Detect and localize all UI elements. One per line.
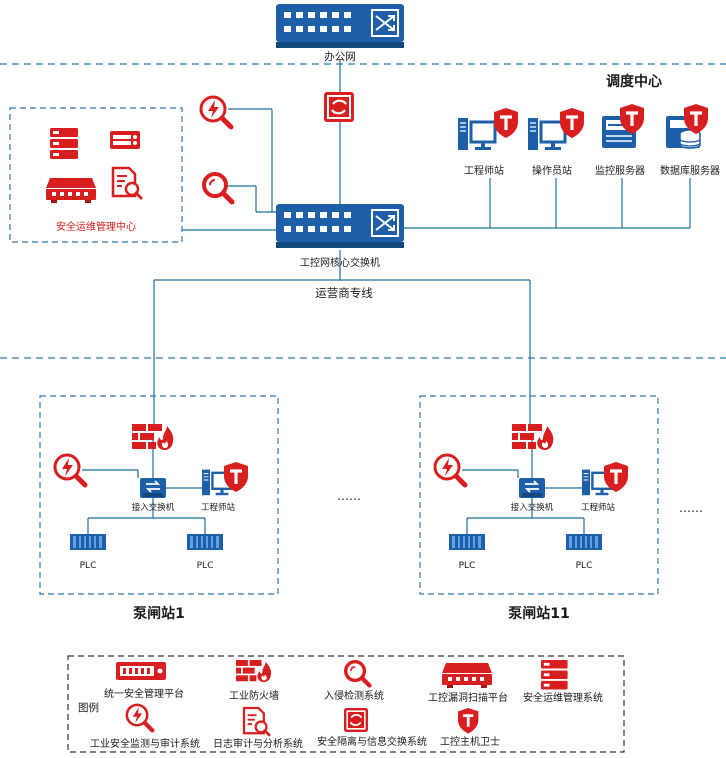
carrier-line-label: 运营商专线 xyxy=(315,286,373,300)
station-1-plc-right-icon xyxy=(187,534,223,550)
station-11-name: 泵闸站11 xyxy=(508,605,569,622)
station-11-plc-left-label: PLC xyxy=(459,561,476,571)
legend-log-audit-icon xyxy=(242,706,271,737)
station-11-plc-left-icon xyxy=(449,534,485,550)
dispatch-center-title: 调度中心 xyxy=(606,73,662,90)
dispatch-node-label: 工程师站 xyxy=(464,164,504,177)
legend-item: 日志审计与分析系统 xyxy=(213,737,303,750)
station-1-plc-left-icon xyxy=(70,534,106,550)
ops-scanner-icon xyxy=(46,178,96,203)
station-1-box xyxy=(39,395,279,595)
station-11-workstation-label: 工程师站 xyxy=(581,502,616,513)
station-11-access-switch-label: 接入交换机 xyxy=(511,502,554,513)
station-11-plc-right-label: PLC xyxy=(576,561,593,571)
station-1-plc-left-label: PLC xyxy=(80,561,97,571)
ops-platform-icon xyxy=(110,131,140,149)
station-11-firewall-icon xyxy=(512,424,554,450)
dispatch-node-label: 数据库服务器 xyxy=(660,164,720,177)
legend-host-guard-icon xyxy=(456,706,480,735)
station-1-plc-right-label: PLC xyxy=(197,561,214,571)
core-switch-icon xyxy=(275,203,405,249)
legend-item: 安全隔离与信息交换系统 xyxy=(317,735,427,748)
station-11-plc-right-icon xyxy=(566,534,602,550)
legend-scanner-icon xyxy=(442,663,492,688)
legend-title: 图例 xyxy=(78,701,99,714)
legend-item: 入侵检测系统 xyxy=(324,689,384,702)
station-1-firewall-icon xyxy=(132,424,174,450)
station-11-audit-monitor-icon xyxy=(435,455,465,485)
legend-rack-icon xyxy=(541,660,568,690)
isolation-gateway-icon xyxy=(322,90,356,124)
dispatch-node-label: 监控服务器 xyxy=(595,164,645,177)
legend-audit-monitor-icon xyxy=(127,705,153,731)
legend-item: 统一安全管理平台 xyxy=(104,687,184,700)
secops-center-box xyxy=(9,107,183,243)
operator-station-icon xyxy=(526,116,567,152)
audit-monitor-icon xyxy=(201,97,231,127)
core-switch-label: 工控网核心交换机 xyxy=(300,256,380,269)
legend-item: 安全运维管理系统 xyxy=(523,691,603,704)
station-11-box xyxy=(419,395,659,595)
office-network-label: 办公网 xyxy=(324,50,356,63)
secops-center-label: 安全运维管理中心 xyxy=(56,220,136,233)
ellipsis-right: …… xyxy=(679,501,703,515)
legend-firewall-icon xyxy=(236,660,272,683)
office-switch-icon xyxy=(275,3,405,49)
engineer-host-guard-icon xyxy=(492,106,520,140)
legend-platform-icon xyxy=(116,662,166,680)
ops-rack-icon xyxy=(50,128,78,159)
legend-ids-icon xyxy=(346,662,370,686)
legend-box xyxy=(67,655,625,753)
intrusion-detection-icon xyxy=(204,174,232,202)
engineer-station-icon xyxy=(456,116,497,152)
station-11-access-switch-icon xyxy=(518,477,546,499)
legend-item: 工控漏洞扫描平台 xyxy=(428,691,508,704)
legend-item: 工业防火墙 xyxy=(229,689,279,702)
legend-item: 工业安全监测与审计系统 xyxy=(90,737,200,750)
dispatch-node-label: 操作员站 xyxy=(532,164,572,177)
legend-isolation-icon xyxy=(343,707,369,733)
station-1-access-switch-label: 接入交换机 xyxy=(132,502,175,513)
station-1-access-switch-icon xyxy=(139,477,167,499)
ellipsis-middle: …… xyxy=(337,489,361,503)
ops-log-audit-icon xyxy=(111,166,143,200)
station-1-audit-monitor-icon xyxy=(55,455,85,485)
legend-item: 工控主机卫士 xyxy=(440,735,500,748)
station-1-workstation-label: 工程师站 xyxy=(201,502,236,513)
station-1-name: 泵闸站1 xyxy=(133,605,185,622)
